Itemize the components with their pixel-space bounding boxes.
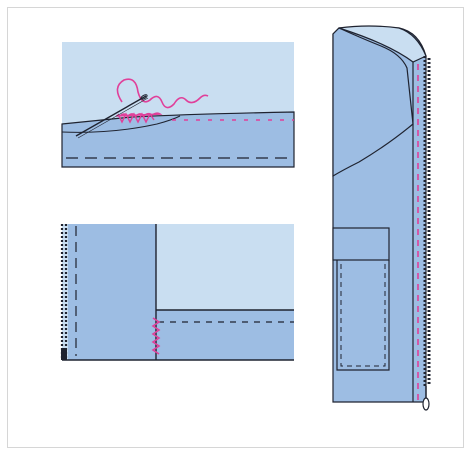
thread-zigzag xyxy=(117,112,155,124)
needle-icon xyxy=(75,94,149,139)
panel-outline xyxy=(155,224,294,360)
pocket-outline xyxy=(336,260,390,371)
pocket-flap xyxy=(332,227,390,261)
lower-fabric-layer xyxy=(61,111,295,168)
hand-stitch-panel xyxy=(61,42,295,168)
pink-tack-stitch xyxy=(151,317,161,355)
zipper-teeth-icon xyxy=(60,224,68,360)
bottom-band xyxy=(156,310,294,360)
jacket-front-panel xyxy=(332,25,431,411)
zipper-corner-panel xyxy=(60,224,294,361)
facing-strip xyxy=(68,224,156,360)
collar-top xyxy=(338,25,427,63)
zipper-pull-icon xyxy=(422,386,430,411)
zipper-teeth-icon xyxy=(423,56,431,386)
